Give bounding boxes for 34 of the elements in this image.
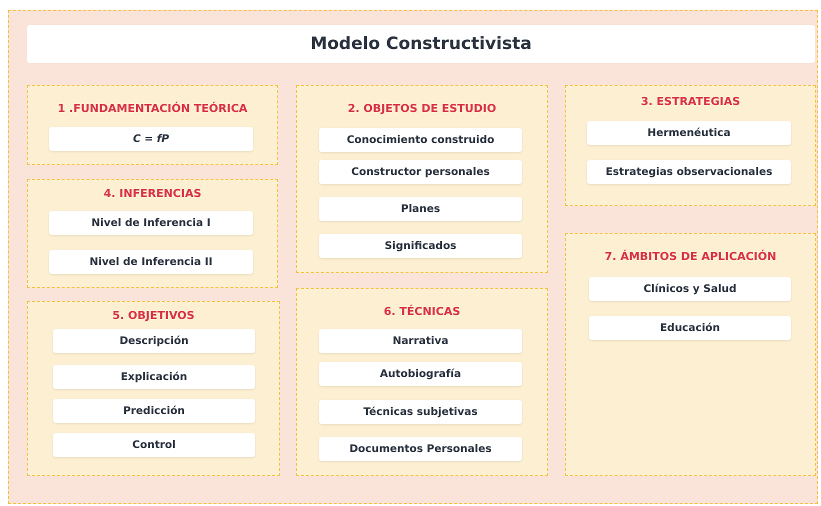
section-panel — [27, 179, 278, 288]
item-card: Predicción — [53, 399, 255, 423]
item-card: C = fP — [49, 127, 253, 151]
section-heading: 6. TÉCNICAS — [384, 305, 460, 318]
item-card: Estrategias observacionales — [587, 160, 791, 184]
section-heading: 7. ÁMBITOS DE APLICACIÓN — [604, 250, 776, 263]
section-panel — [296, 288, 548, 476]
section-panel — [296, 85, 548, 273]
section-panel — [565, 233, 816, 476]
section-heading: 2. OBJETOS DE ESTUDIO — [348, 102, 496, 115]
item-card: Documentos Personales — [319, 437, 522, 461]
section-heading: 5. OBJETIVOS — [112, 309, 195, 322]
item-card: Narrativa — [319, 329, 522, 353]
section-heading: 3. ESTRATEGIAS — [640, 95, 740, 108]
item-card: Clínicos y Salud — [589, 277, 791, 301]
item-card: Significados — [319, 234, 522, 258]
item-card: Nivel de Inferencia II — [49, 250, 253, 274]
item-card: Constructor personales — [319, 160, 522, 184]
section-heading: 4. INFERENCIAS — [104, 187, 202, 200]
item-card: Conocimiento construido — [319, 128, 522, 152]
item-card: Descripción — [53, 329, 255, 353]
item-card: Planes — [319, 197, 522, 221]
item-card: Técnicas subjetivas — [319, 400, 522, 424]
section-panel — [27, 301, 280, 476]
item-card: Control — [53, 433, 255, 457]
item-card: Nivel de Inferencia I — [49, 211, 253, 235]
section-panel — [565, 85, 816, 206]
title-bar: Modelo Constructivista — [27, 25, 815, 63]
item-card: Hermenéutica — [587, 121, 791, 145]
item-card: Educación — [589, 316, 791, 340]
section-panel — [27, 85, 278, 165]
item-card: Autobiografía — [319, 362, 522, 386]
item-card: Explicación — [53, 365, 255, 389]
section-heading: 1 .FUNDAMENTACIÓN TEÓRICA — [58, 102, 248, 115]
